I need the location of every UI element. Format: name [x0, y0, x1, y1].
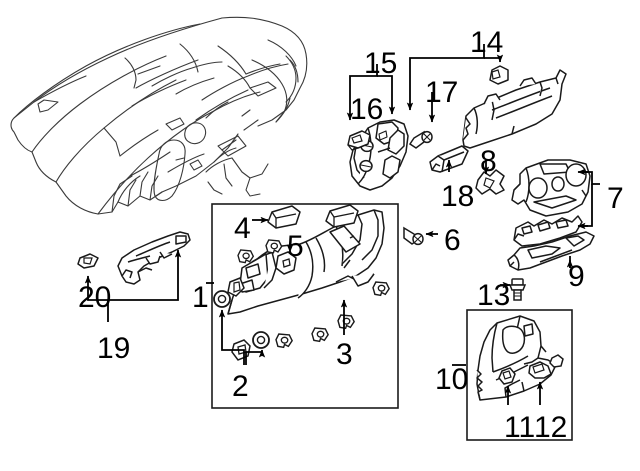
leader-15	[377, 75, 396, 115]
part-10-quarter-trim-panel	[476, 315, 557, 401]
part-16-bracket	[347, 130, 371, 151]
part-17-screw	[408, 130, 433, 149]
leader-lines	[84, 44, 600, 405]
part-15-switch-bezel	[349, 119, 409, 191]
leader-1b	[218, 309, 245, 365]
part-14-glove-box-door	[462, 69, 567, 149]
part-2-grommet	[252, 331, 270, 349]
part-clip-upper-right	[549, 354, 564, 368]
callout-label-9[interactable]: 9	[568, 260, 585, 293]
callout-label-17[interactable]: 17	[425, 76, 459, 109]
part-7b-bracket	[513, 215, 583, 247]
callout-label-15[interactable]: 15	[364, 47, 398, 80]
part-4b-end-cap	[325, 204, 359, 228]
part-14-clip	[489, 65, 509, 85]
part-lower-instrument-panel-trim	[227, 209, 385, 315]
callout-label-14[interactable]: 14	[470, 26, 504, 59]
part-4-end-cap	[267, 205, 301, 229]
callout-label-3[interactable]: 3	[336, 338, 353, 371]
callout-label-11[interactable]: 11	[504, 411, 536, 444]
part-12-trim-clip	[528, 361, 552, 379]
box-main-lower-panel-group	[211, 203, 399, 409]
callout-label-13[interactable]: 13	[477, 279, 511, 312]
part-9-lower-trim	[507, 231, 595, 271]
leader-2	[245, 349, 266, 365]
part-1-grommet	[213, 290, 231, 308]
callout-label-16[interactable]: 16	[350, 93, 384, 126]
part-8-spring-clip	[475, 169, 505, 195]
part-small-clip-left	[227, 277, 245, 297]
callout-label-19[interactable]: 19	[97, 332, 131, 365]
callout-label-2[interactable]: 2	[232, 370, 249, 403]
part-20-handle-clip	[77, 253, 99, 269]
part-13-flange-bolt	[508, 278, 527, 301]
callout-label-4[interactable]: 4	[234, 212, 251, 245]
callout-label-20[interactable]: 20	[78, 281, 112, 314]
part-19-grab-handle	[117, 231, 191, 285]
leader-14a	[406, 44, 485, 111]
callout-label-8[interactable]: 8	[480, 145, 497, 178]
leader-19b	[108, 249, 182, 301]
callout-label-10[interactable]: 10	[435, 363, 469, 396]
leader-14b	[484, 54, 504, 63]
callout-label-7[interactable]: 7	[607, 182, 624, 215]
instrument-panel-illustration	[10, 16, 308, 215]
callout-label-1[interactable]: 1	[192, 281, 209, 314]
part-6-screw	[403, 226, 424, 246]
callout-label-12[interactable]: 12	[534, 411, 568, 444]
part-11-trim-clip	[498, 367, 516, 385]
leader-19a	[84, 275, 109, 322]
callout-label-5[interactable]: 5	[287, 230, 304, 263]
leader-16-branch	[346, 64, 378, 121]
callout-label-6[interactable]: 6	[444, 224, 461, 257]
box-quarter-trim-group	[466, 309, 573, 441]
part-7-center-bezel	[511, 159, 591, 217]
callout-label-18[interactable]: 18	[441, 180, 475, 213]
part-18-trim-strip	[429, 145, 469, 173]
